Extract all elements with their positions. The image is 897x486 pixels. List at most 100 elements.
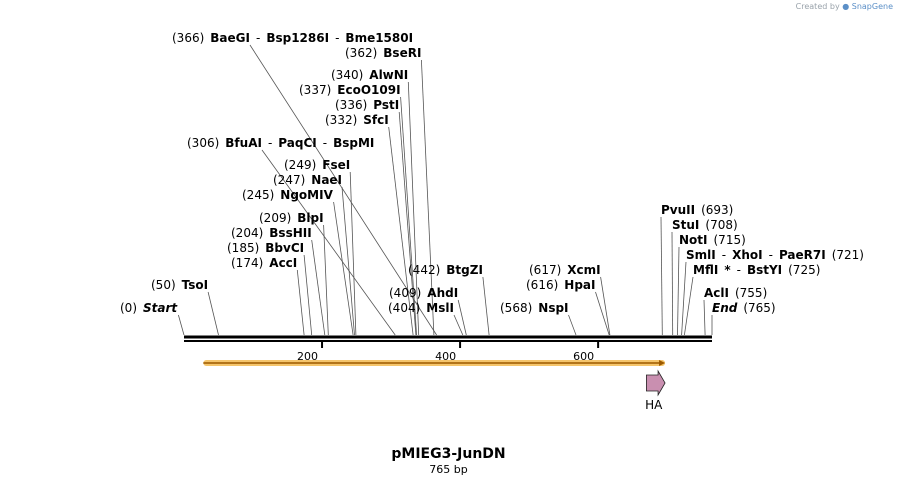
site-connector-blpi [323, 224, 329, 336]
site-label-pvuii-part-1: (693) [701, 203, 733, 217]
site-label-baegi-part-3: Bsp1286I [266, 31, 329, 45]
site-label-stui: StuI (708) [672, 218, 738, 232]
site-label-baegi-part-5: Bme1580I [345, 31, 413, 45]
site-label-bfuai-part-1: BfuAI [225, 136, 262, 150]
site-connector-alwni [407, 81, 420, 336]
site-label-xcmi: (617) XcmI [529, 263, 601, 277]
site-label-mlfi: MflI*-BstYI(725) [693, 263, 820, 277]
site-label-mlfi-part-1: * [724, 263, 731, 277]
site-label-ecoo109i-part-0: (337) [299, 83, 331, 97]
site-connector-naei [341, 186, 355, 336]
credit-brand: SnapGene [851, 2, 893, 11]
site-label-smli-part-4: PaeR7I [779, 248, 826, 262]
site-label-end-part-0: End [712, 301, 738, 315]
site-label-bfuai-part-5: BspMI [333, 136, 374, 150]
ruler-label-600: 600 [573, 350, 594, 363]
site-label-psti-part-0: (336) [335, 98, 367, 112]
site-label-alwni: (340) AlwNI [331, 68, 408, 82]
site-label-besshii-part-0: (204) [231, 226, 263, 240]
ruler-label-400: 400 [435, 350, 456, 363]
site-label-besshii: (204)BssHII [231, 226, 312, 240]
site-label-mlfi-part-4: (725) [788, 263, 820, 277]
site-label-msli-part-0: (404) [388, 301, 420, 315]
site-connector-xcmi [600, 276, 611, 336]
site-connector-hpai [595, 291, 610, 336]
site-label-acli: AclI(755) [704, 286, 767, 300]
snapgene-logo-icon: ● [842, 2, 850, 11]
site-label-alwni-part-1: AlwNI [369, 68, 408, 82]
site-connector-acli [703, 299, 706, 336]
feature-track: HA [203, 360, 666, 412]
sequence-backbone [184, 335, 712, 342]
site-label-ngomiv-part-1: NgoMIV [280, 188, 333, 202]
site-label-bseri: (362)BseRI [345, 46, 421, 60]
site-label-btgzi-part-0: (442) [408, 263, 440, 277]
site-label-bbvci: (185)BbvCI [227, 241, 304, 255]
site-label-stui-part-1: (708) [705, 218, 737, 232]
site-label-psti-part-1: PstI [373, 98, 399, 112]
site-label-xcmi-part-0: (617) [529, 263, 561, 277]
site-label-acli-part-1: (755) [735, 286, 767, 300]
site-label-naei: (247)NaeI [273, 173, 342, 187]
site-label-fsei-part-0: (249) [284, 158, 316, 172]
ha-feature-label: HA [645, 398, 663, 412]
site-label-pvuii-part-0: PvuII [661, 203, 695, 217]
site-label-sfci-part-0: (332) [325, 113, 357, 127]
ha-feature-arrow [646, 369, 666, 397]
site-label-ngomiv-part-0: (245) [242, 188, 274, 202]
snapgene-credit: Created by ● SnapGene [796, 2, 893, 11]
site-label-alwni-part-0: (340) [331, 68, 363, 82]
site-label-start-part-1: Start [143, 301, 178, 315]
site-label-bfuai-part-2: - [268, 136, 272, 150]
site-label-noti: NotI (715) [679, 233, 746, 247]
site-label-end: End(765) [712, 301, 776, 315]
site-label-bfuai-part-4: - [323, 136, 327, 150]
site-label-start: (0) Start [120, 301, 178, 315]
site-connectors [178, 44, 713, 336]
credit-text: Created by [795, 2, 840, 11]
site-label-baegi-part-2: - [256, 31, 260, 45]
plasmid-name: pMIEG3-JunDN [391, 446, 506, 462]
site-label-hpai-part-0: (616) [526, 278, 558, 292]
site-label-stui-part-0: StuI [672, 218, 699, 232]
site-label-ecoo109i-part-1: EcoO109I [337, 83, 400, 97]
site-label-xcmi-part-1: XcmI [567, 263, 600, 277]
site-label-noti-part-0: NotI [679, 233, 708, 247]
site-label-msli: (404)MslI [388, 301, 454, 315]
site-label-smli-part-5: (721) [832, 248, 864, 262]
site-label-nspi: (568)NspI [500, 301, 569, 315]
site-connector-ngomiv [333, 201, 354, 336]
site-connector-fsei [349, 171, 357, 336]
site-connector-acci [296, 269, 305, 336]
site-connector-nspi [568, 314, 577, 336]
site-label-naei-part-1: NaeI [311, 173, 342, 187]
site-label-ngomiv: (245) NgoMIV [242, 188, 334, 202]
site-connector-sfci [388, 126, 414, 336]
site-label-hpai: (616) HpaI [526, 278, 595, 292]
site-label-hpai-part-1: HpaI [564, 278, 595, 292]
site-label-start-part-0: (0) [120, 301, 137, 315]
site-connector-mlfi [684, 276, 694, 336]
site-connector-besshii [311, 239, 326, 336]
site-label-smli-part-2: XhoI [732, 248, 763, 262]
site-connector-btgzi [482, 276, 490, 336]
site-label-sfci-part-1: SfcI [363, 113, 388, 127]
site-label-tsoi-part-0: (50) [151, 278, 176, 292]
site-label-sfci: (332) SfcI [325, 113, 389, 127]
site-labels: (0)Start(50)TsoI(174)AccI(185)BbvCI(204)… [120, 31, 864, 315]
site-label-btgzi-part-1: BtgZI [446, 263, 483, 277]
site-connector-msli [453, 314, 464, 336]
orf-arrowhead [659, 360, 666, 366]
site-label-mlfi-part-3: BstYI [747, 263, 782, 277]
site-connector-pvuii [660, 216, 663, 336]
site-label-tsoi-part-1: TsoI [182, 278, 208, 292]
site-label-acci-part-1: AccI [269, 256, 297, 270]
site-label-nspi-part-1: NspI [538, 301, 568, 315]
site-connector-noti [677, 246, 680, 336]
site-label-baegi-part-0: (366) [172, 31, 204, 45]
site-label-btgzi: (442) BtgZI [408, 263, 483, 277]
site-connector-stui [671, 231, 674, 336]
site-label-noti-part-1: (715) [714, 233, 746, 247]
site-label-blpi: (209)BlpI [259, 211, 324, 225]
